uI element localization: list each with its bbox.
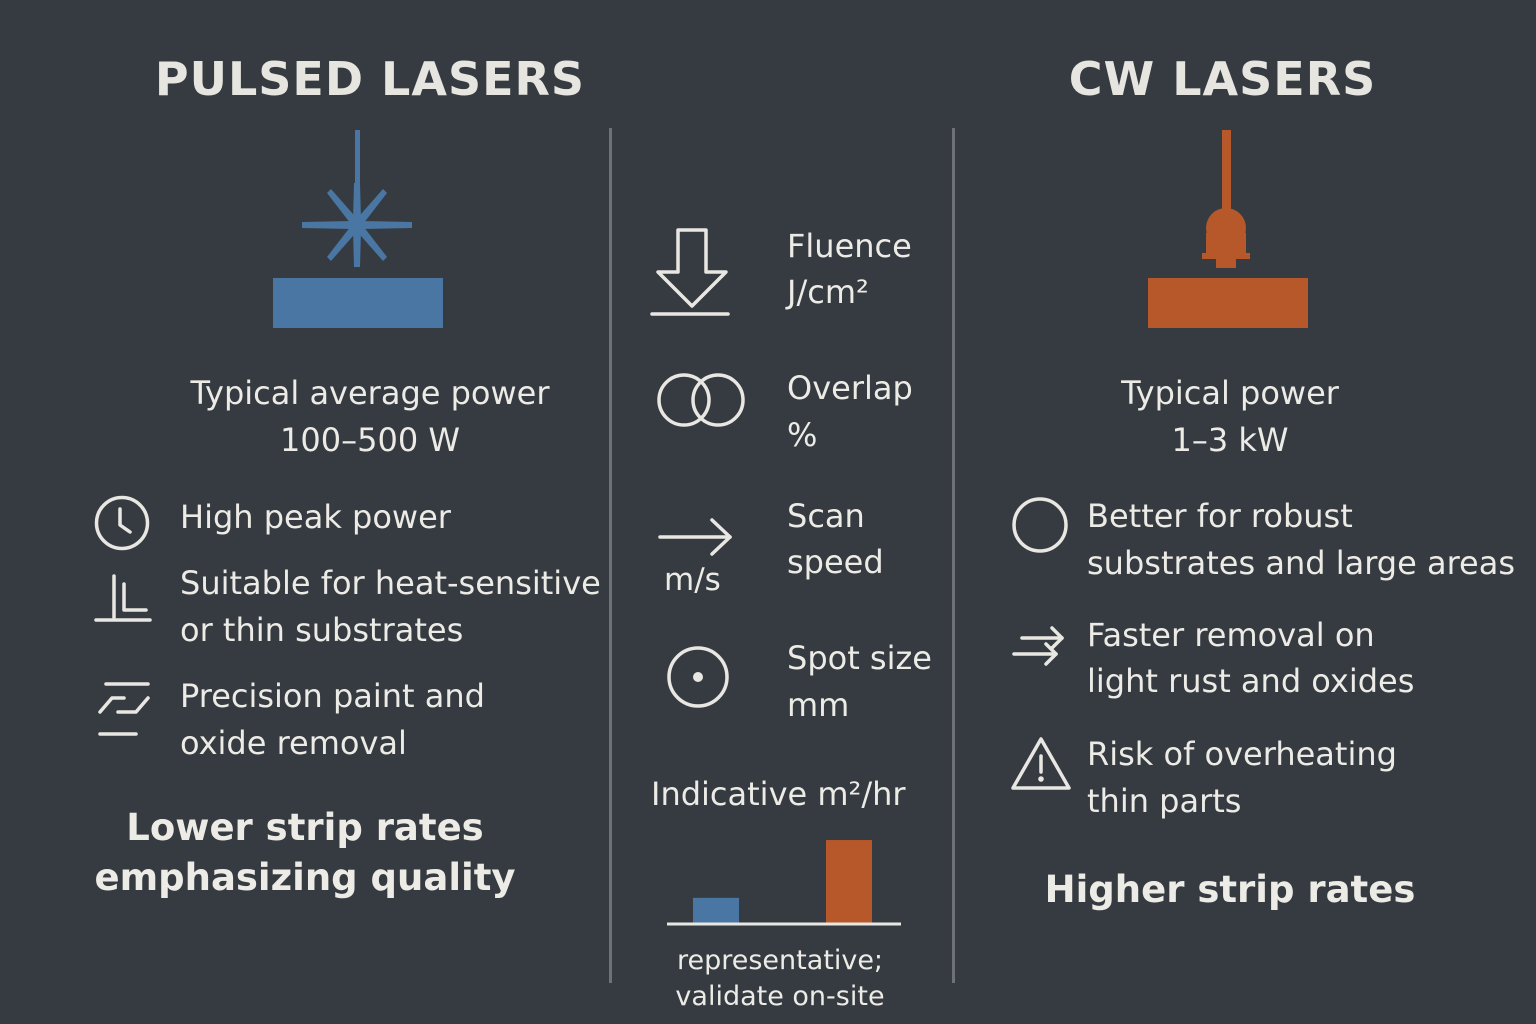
pulsed-power-label: Typical average power bbox=[190, 374, 550, 412]
pulsed-laser-icon bbox=[273, 130, 443, 328]
cw-title: CW LASERS bbox=[1068, 52, 1377, 106]
scan-label: Scan bbox=[787, 497, 865, 535]
pulsed-summary-line2: emphasizing quality bbox=[94, 856, 516, 899]
rate-bar-chart bbox=[667, 840, 901, 926]
divider-left bbox=[609, 128, 612, 983]
thin-substrate-icon bbox=[94, 574, 152, 622]
cw-feature-3-line1: Risk of overheating bbox=[1087, 735, 1397, 773]
precision-removal-icon bbox=[98, 682, 150, 736]
cw-feature-2-line2: light rust and oxides bbox=[1087, 662, 1415, 700]
scan-speed-icon-unit: m/s bbox=[664, 562, 721, 598]
overlap-label: Overlap bbox=[787, 369, 913, 407]
fluence-unit: J/cm² bbox=[787, 273, 869, 311]
fluence-label: Fluence bbox=[787, 227, 912, 265]
pulsed-feature-1: High peak power bbox=[180, 498, 451, 536]
pulsed-feature-3-line2: oxide removal bbox=[180, 724, 407, 762]
circle-icon bbox=[1012, 497, 1068, 553]
double-arrow-icon bbox=[1012, 626, 1064, 666]
right-arrow-icon bbox=[658, 518, 732, 556]
down-arrow-icon bbox=[650, 228, 730, 316]
spot-size-label: Spot size bbox=[787, 639, 932, 677]
chart-note-line1: representative; bbox=[676, 945, 884, 976]
rate-chart-title: Indicative m²/hr bbox=[651, 775, 906, 813]
cw-feature-3-line2: thin parts bbox=[1087, 782, 1242, 820]
cw-feature-2-line1: Faster removal on bbox=[1087, 616, 1375, 654]
spot-target-icon bbox=[667, 646, 729, 708]
pulsed-feature-3-line1: Precision paint and bbox=[180, 677, 485, 715]
pulsed-summary-line1: Lower strip rates bbox=[126, 806, 484, 849]
spot-size-unit: mm bbox=[787, 686, 850, 724]
overlap-unit: % bbox=[787, 416, 818, 454]
cw-summary: Higher strip rates bbox=[1044, 868, 1416, 911]
divider-right bbox=[952, 128, 955, 983]
pulsed-feature-2-line2: or thin substrates bbox=[180, 611, 464, 649]
cw-power-value: 1–3 kW bbox=[1171, 421, 1289, 459]
rate-bar-pulsed bbox=[693, 897, 739, 923]
chart-note-line2: validate on-site bbox=[675, 981, 885, 1012]
scan-label-2: speed bbox=[787, 543, 884, 581]
clock-icon bbox=[94, 495, 150, 551]
cw-laser-icon bbox=[1148, 130, 1308, 328]
overlap-circles-icon bbox=[657, 373, 745, 427]
pulsed-feature-2-line1: Suitable for heat-sensitive bbox=[180, 564, 601, 602]
cw-feature-1-line1: Better for robust bbox=[1087, 497, 1353, 535]
warning-icon bbox=[1011, 737, 1071, 790]
cw-feature-1-line2: substrates and large areas bbox=[1087, 544, 1515, 582]
pulsed-title: PULSED LASERS bbox=[154, 52, 586, 106]
pulsed-power-value: 100–500 W bbox=[280, 421, 460, 459]
rate-bar-cw bbox=[826, 840, 872, 923]
cw-power-label: Typical power bbox=[1121, 374, 1339, 412]
